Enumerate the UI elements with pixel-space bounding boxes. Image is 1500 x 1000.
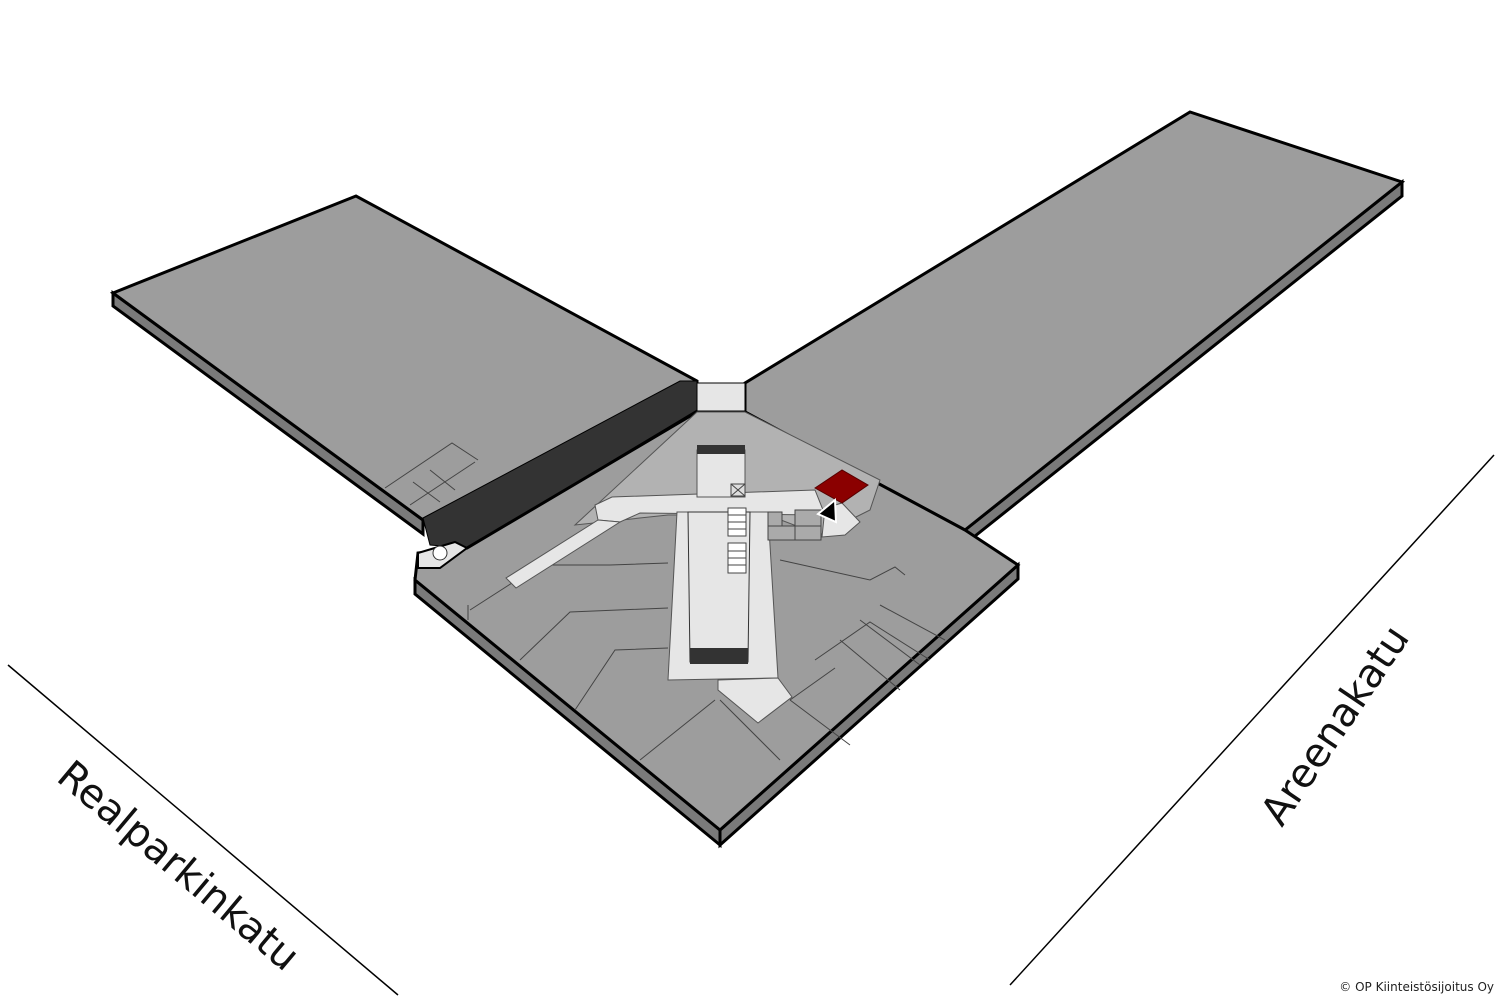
corridor-south	[717, 677, 793, 724]
left-wing-rooms	[384, 442, 479, 506]
center-rooms	[467, 559, 946, 761]
stairs-icon	[727, 507, 747, 574]
copyright-text: © OP Kiinteistösijoitus Oy	[1339, 980, 1494, 994]
connector-lobby	[696, 382, 746, 413]
small-rooms-east	[767, 509, 822, 541]
corridor-diagonal	[505, 519, 622, 589]
atrium-dark-south	[690, 648, 748, 664]
atrium-dark-north	[697, 445, 745, 454]
round-fixture-icon	[432, 545, 448, 561]
highlighted-space	[814, 469, 869, 504]
triangle-pointer-icon	[816, 497, 838, 524]
elevator-icon	[730, 483, 746, 497]
street-line-realparkinkatu	[7, 664, 399, 996]
street-line-areenakatu	[1009, 454, 1495, 986]
